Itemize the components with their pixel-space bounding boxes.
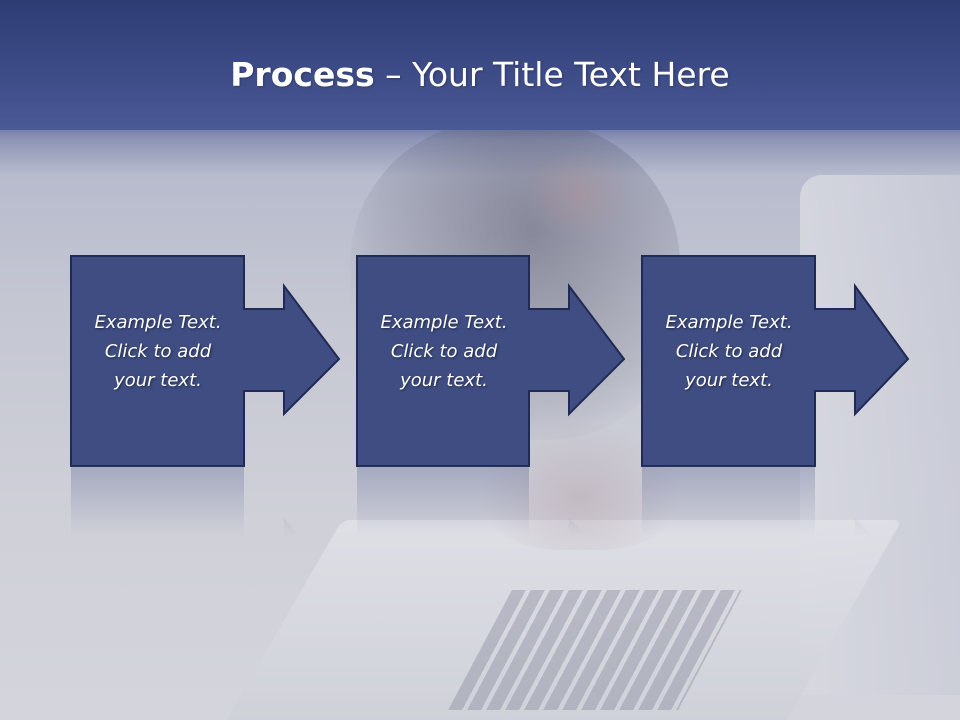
background-keyboard	[448, 590, 742, 710]
title-bar	[0, 0, 960, 130]
step-text-line: your text.	[114, 370, 202, 391]
step-text[interactable]: Example Text. Click to add your text.	[359, 308, 529, 395]
title-rest: – Your Title Text Here	[374, 55, 730, 94]
slide-title[interactable]: Process – Your Title Text Here	[0, 54, 960, 96]
step-text-line: your text.	[685, 370, 773, 391]
step-text[interactable]: Example Text. Click to add your text.	[73, 308, 243, 395]
step-reflection	[357, 466, 627, 536]
step-text-line: Click to add	[675, 341, 783, 362]
step-text-line: Example Text.	[665, 312, 793, 333]
process-step-3[interactable]: Example Text. Click to add your text.	[641, 255, 912, 467]
step-text-line: your text.	[400, 370, 488, 391]
step-reflection	[642, 466, 912, 536]
step-text[interactable]: Example Text. Click to add your text.	[644, 308, 814, 395]
step-text-line: Example Text.	[94, 312, 222, 333]
step-text-line: Example Text.	[380, 312, 508, 333]
background-laptop-base	[215, 520, 903, 720]
title-bold: Process	[230, 55, 375, 94]
step-reflection	[71, 466, 341, 536]
process-step-2[interactable]: Example Text. Click to add your text.	[356, 255, 627, 467]
step-text-line: Click to add	[390, 341, 498, 362]
background-face	[525, 150, 635, 240]
process-step-1[interactable]: Example Text. Click to add your text.	[70, 255, 341, 467]
step-text-line: Click to add	[104, 341, 212, 362]
